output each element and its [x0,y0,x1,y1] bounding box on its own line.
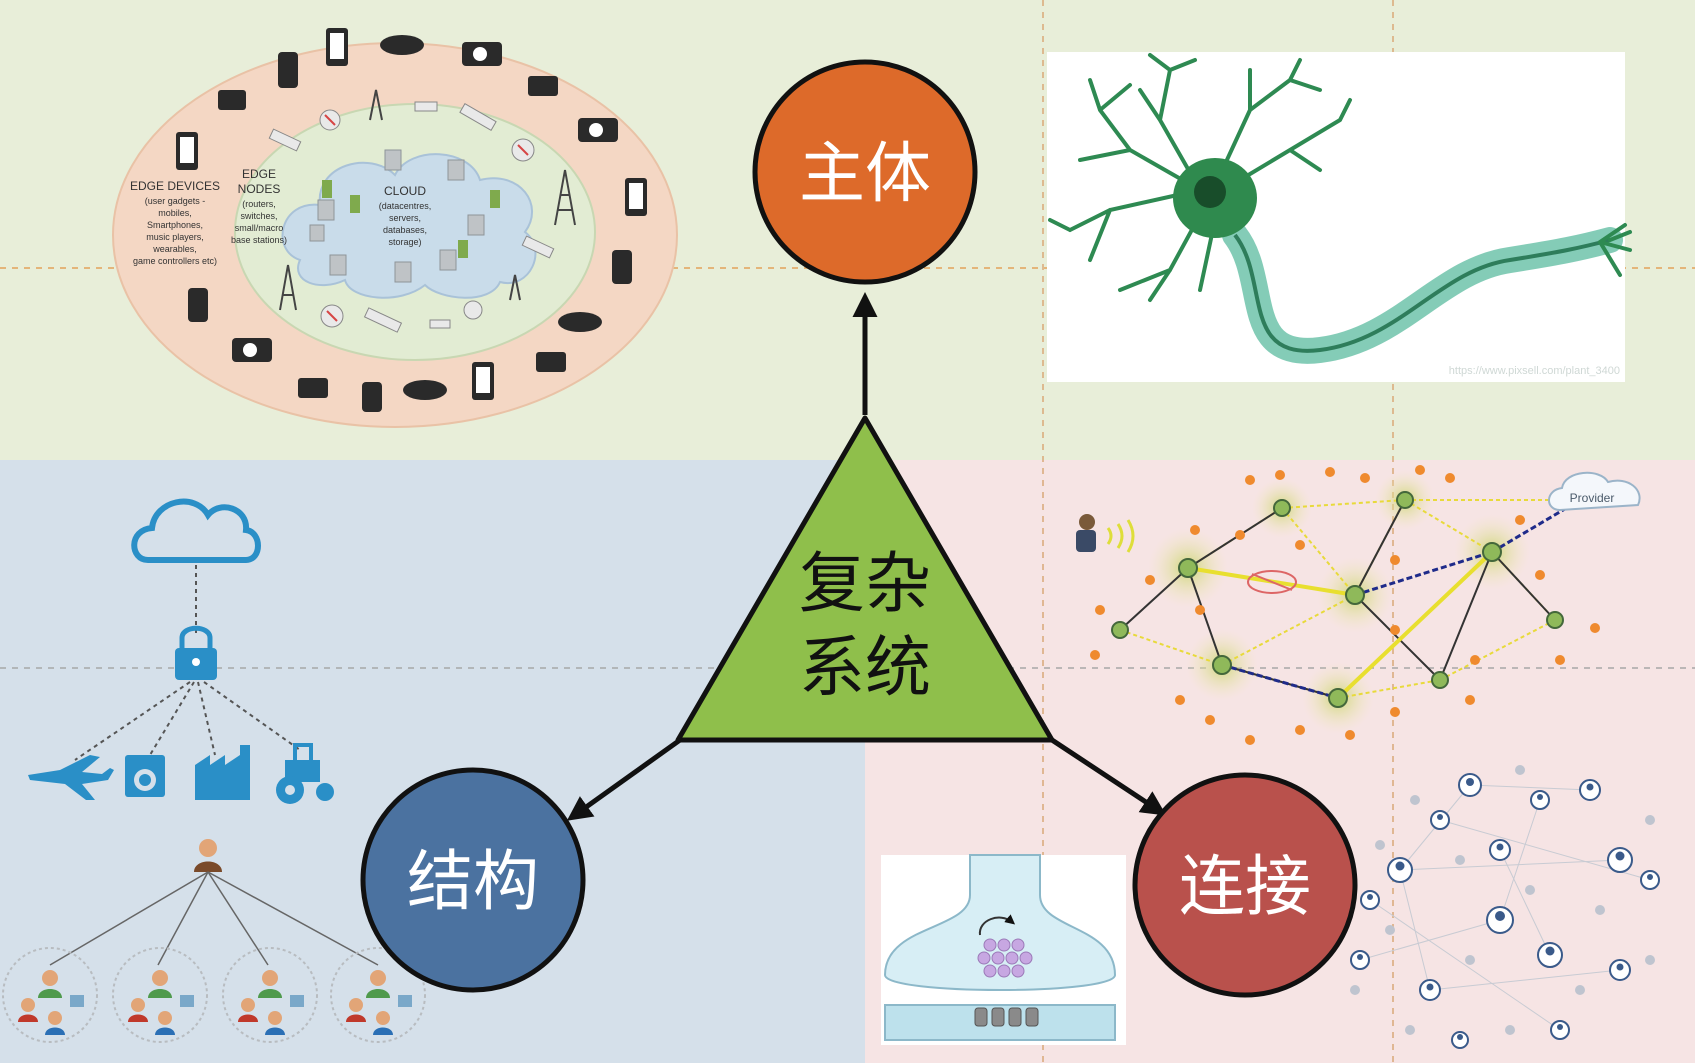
airplane-icon [28,755,114,800]
edge-nodes-line: base stations) [231,235,287,245]
hierarchy-figure [2,839,426,1043]
center-triangle-node: 复杂 系统 [675,415,1055,743]
washing-machine-icon [125,755,165,797]
edge-nodes-title: NODES [238,182,281,196]
neuron-figure: https://www.pixsell.com/plant_3400 [1047,52,1632,382]
edge-nodes-line: switches, [240,211,277,221]
agent-label: 主体 [799,135,931,212]
lock-icon [175,625,217,680]
edge-devices-line: mobiles, [158,208,192,218]
center-label-line1: 复杂 [799,545,931,622]
edge-nodes-line: small/macro [235,223,284,233]
connection-node: 连接 [1132,772,1358,998]
provider-label: Provider [1570,491,1615,505]
neuron-watermark: https://www.pixsell.com/plant_3400 [1449,365,1620,377]
network-graph-figure: Provider [1076,465,1641,745]
arrow-to-connection [1050,737,1167,816]
factory-icon [195,745,250,800]
tractor-icon [276,743,334,804]
center-triangle [675,415,1055,743]
edge-devices-line: Smartphones, [147,220,203,230]
server-icons [309,149,485,283]
user-with-signal [1076,514,1135,553]
edge-devices-line: wearables, [152,244,197,254]
edge-devices-line: game controllers etc) [133,256,217,266]
connection-label: 连接 [1179,848,1311,925]
edge-cloud-figure: EDGE DEVICES (user gadgets - mobiles, Sm… [112,28,678,428]
edge-devices-line: (user gadgets - [145,196,206,206]
person-icon [194,839,222,872]
cloud-line: (datacentres, [379,201,432,211]
cloud-icon [131,498,261,563]
structure-label: 结构 [407,843,539,920]
structure-node: 结构 [360,767,586,993]
cloud-line: storage) [388,237,421,247]
edge-nodes-line: (routers, [242,199,276,209]
tower-icons [279,89,576,311]
edge-nodes-title: EDGE [242,167,276,181]
provider-cloud [1548,471,1641,512]
arrow-to-structure [566,737,682,821]
social-network-figure [1350,765,1660,1049]
edge-devices-line: music players, [146,232,204,242]
cloud-title: CLOUD [384,184,426,198]
cloud-line: servers, [389,213,421,223]
edge-devices-title: EDGE DEVICES [130,179,220,193]
cloud-line: databases, [383,225,427,235]
synapse-figure [881,854,1126,1045]
iot-figure [28,498,334,804]
arrows [566,292,1167,821]
agent-node: 主体 [752,59,978,285]
center-label-line2: 系统 [799,629,931,706]
